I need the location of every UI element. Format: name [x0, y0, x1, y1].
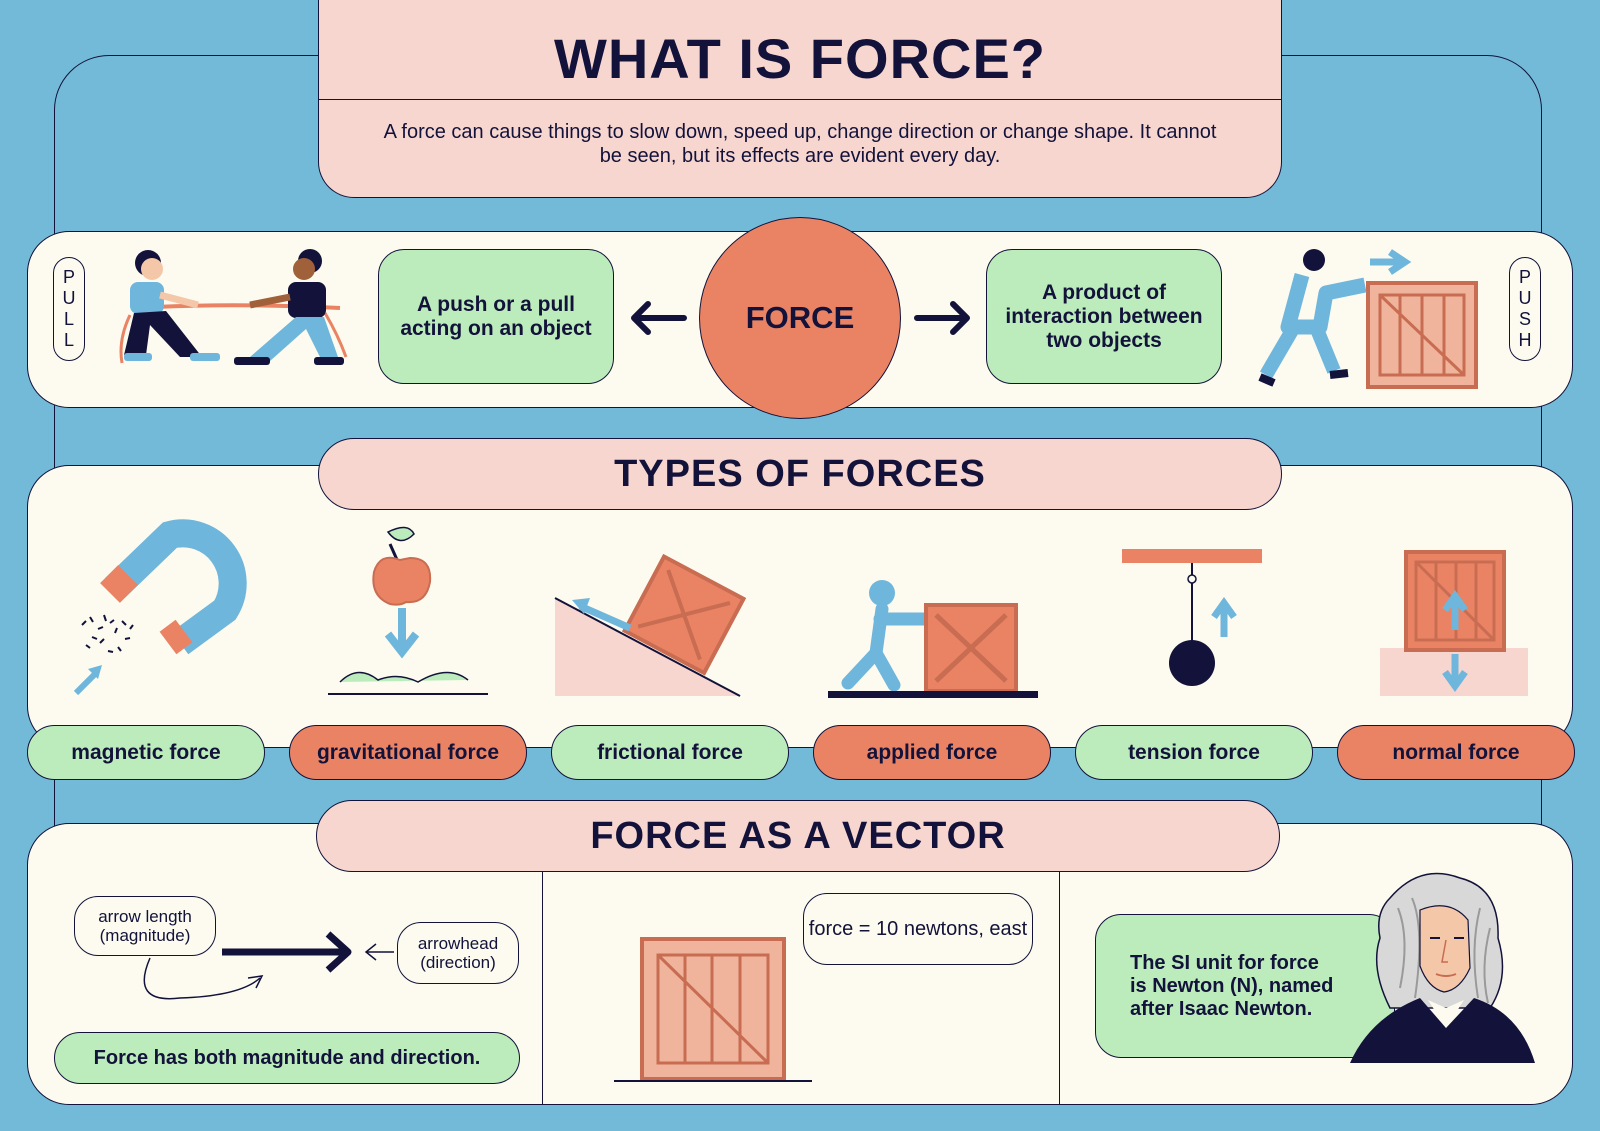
isaac-newton-portrait	[1350, 872, 1535, 1063]
pull-label: P U L L	[53, 257, 85, 361]
types-panel	[27, 465, 1573, 748]
force-example: force = 10 newtons, east	[803, 893, 1033, 965]
magnitude-direction-note: Force has both magnitude and direction.	[54, 1032, 520, 1084]
normal-force-illustration	[1380, 550, 1528, 696]
vector-heading: FORCE AS A VECTOR	[316, 800, 1280, 872]
arrowhead-label: arrowhead (direction)	[397, 922, 519, 984]
type-label-magnetic: magnetic force	[27, 725, 265, 780]
push-label: P U S H	[1509, 257, 1541, 361]
page-title: WHAT IS FORCE?	[553, 27, 1047, 90]
tug-of-war-illustration	[119, 249, 348, 365]
title-divider	[319, 99, 1281, 100]
type-label-gravitational: gravitational force	[289, 725, 527, 780]
arrow-length-label: arrow length (magnitude)	[74, 896, 216, 956]
crate-illustration	[614, 937, 812, 1082]
definition-push-pull: A push or a pull acting on an object	[378, 249, 614, 384]
tension-pendulum-illustration	[1122, 549, 1262, 686]
applied-push-illustration	[828, 580, 1038, 698]
friction-slope-illustration	[554, 553, 747, 697]
push-crate-illustration	[1258, 249, 1478, 389]
definition-interaction: A product of interaction between two obj…	[986, 249, 1222, 384]
vector-arrow-diagram	[143, 931, 394, 1000]
falling-apple-illustration	[328, 526, 488, 695]
vector-divider-1	[542, 869, 543, 1105]
type-label-tension: tension force	[1075, 725, 1313, 780]
si-unit-note: The SI unit for force is Newton (N), nam…	[1095, 914, 1395, 1058]
title-card: WHAT IS FORCE? A force can cause things …	[318, 0, 1282, 198]
magnet-illustration	[73, 519, 247, 696]
types-heading: TYPES OF FORCES	[318, 438, 1282, 510]
type-label-normal: normal force	[1337, 725, 1575, 780]
vector-divider-2	[1059, 869, 1060, 1105]
page-subtitle: A force can cause things to slow down, s…	[383, 121, 1217, 167]
arrow-left-icon	[631, 301, 687, 335]
type-label-applied: applied force	[813, 725, 1051, 780]
type-label-frictional: frictional force	[551, 725, 789, 780]
arrow-right-icon	[914, 301, 970, 335]
force-circle: FORCE	[699, 217, 901, 419]
